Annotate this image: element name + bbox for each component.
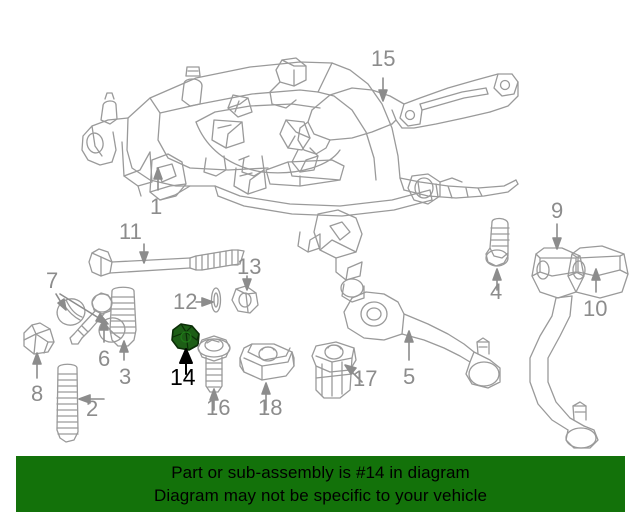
part-label-17: 17 <box>353 366 378 391</box>
part-11-hex-bolt-long <box>88 248 245 277</box>
part-label-1: 1 <box>150 194 163 219</box>
leader-arrows <box>32 77 601 411</box>
part-label-8: 8 <box>31 381 44 406</box>
part-16-pan-head-screw <box>197 335 231 393</box>
leader-arrow-14 <box>179 348 193 375</box>
part-15-heat-shield <box>297 73 519 155</box>
part-label-15: 15 <box>371 46 396 71</box>
part-label-14: 14 <box>170 364 196 390</box>
part-label-9: 9 <box>551 198 564 223</box>
banner-line-2: Diagram may not be specific to your vehi… <box>153 486 488 505</box>
part-12-thin-washer <box>210 287 222 313</box>
part-label-5: 5 <box>403 364 416 389</box>
part-label-7: 7 <box>46 268 59 293</box>
part-4-hex-flange-bolt <box>485 217 510 267</box>
part-label-10: 10 <box>583 296 608 321</box>
part-13-hex-nut <box>231 285 259 314</box>
part-label-11: 11 <box>119 219 142 244</box>
part-14-flange-lock-nut <box>171 323 200 351</box>
info-banner: Part or sub-assembly is #14 in diagram D… <box>16 456 625 512</box>
part-label-2: 2 <box>86 396 99 421</box>
part-label-3: 3 <box>119 364 132 389</box>
part-label-12: 12 <box>173 289 198 314</box>
part-2-threaded-stud-long <box>56 363 79 443</box>
part-label-16: 16 <box>206 395 231 420</box>
part-label-6: 6 <box>98 346 111 371</box>
part-9-stabilizer-link <box>529 247 599 449</box>
part-18-speed-clip-nut <box>239 343 295 381</box>
part-5-lower-control-arm <box>343 291 501 389</box>
part-label-4: 4 <box>490 279 503 304</box>
subframe-assembly <box>81 57 519 303</box>
part-6-shoulder-bolt <box>69 292 113 345</box>
part-label-13: 13 <box>237 254 262 279</box>
part-8-hex-nut-large <box>23 322 55 355</box>
part-3-threaded-stud-short <box>109 286 137 347</box>
banner-line-1: Part or sub-assembly is #14 in diagram <box>171 463 470 482</box>
part-label-18: 18 <box>258 395 283 420</box>
